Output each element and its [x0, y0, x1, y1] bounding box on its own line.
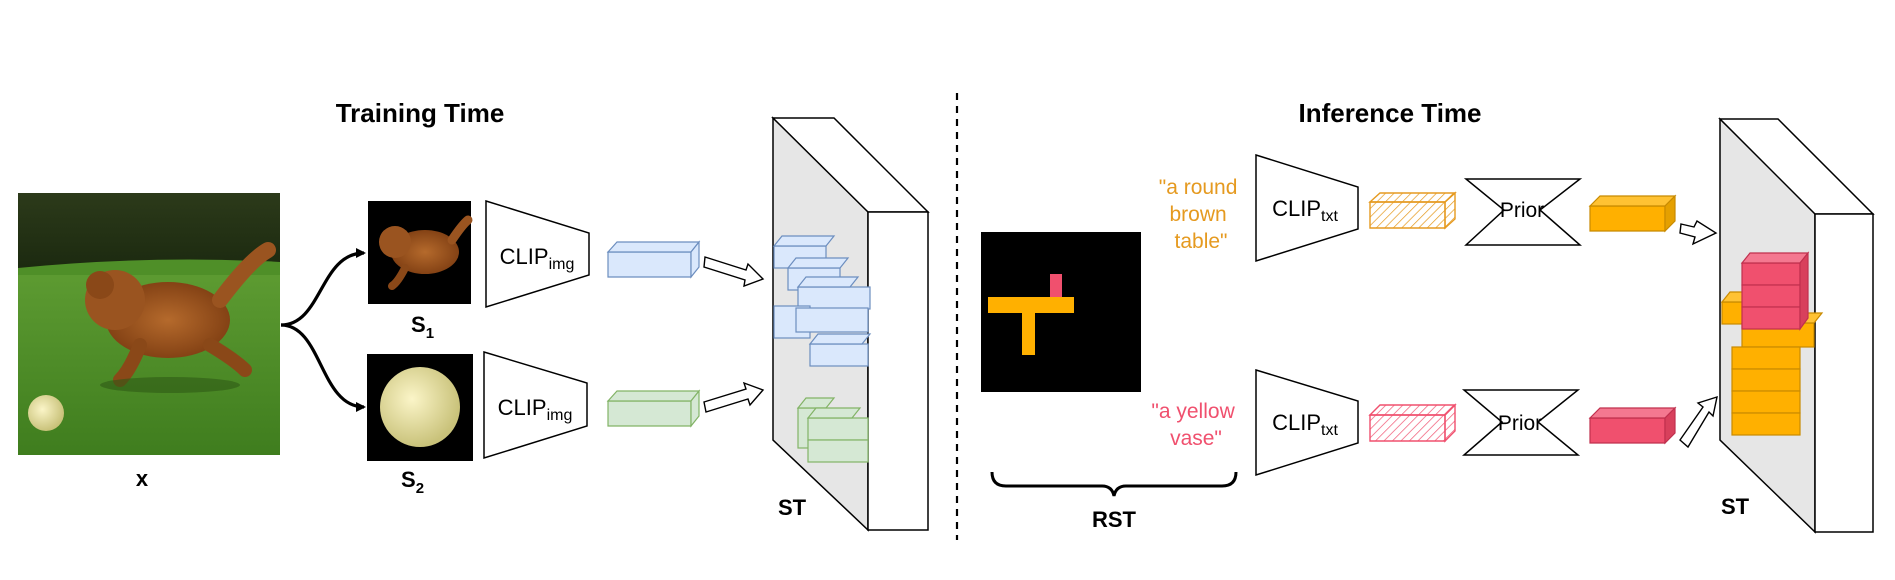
layout-table-leg-mark [1022, 313, 1035, 355]
branch-arrow-up [280, 248, 366, 327]
layout-image [981, 232, 1141, 392]
prior-block-1: Prior [1463, 178, 1583, 246]
prior-embedding-orange [1588, 194, 1677, 233]
prompt-vase: "a yellow vase" [1151, 400, 1240, 450]
layout-brace [990, 471, 1238, 497]
inference-volume-vase-blocks [1740, 251, 1810, 331]
segment-s1-image [368, 201, 473, 304]
clip-img-encoder-2: CLIPimg [483, 350, 588, 460]
training-title: Training Time [336, 98, 505, 128]
hollow-arrow-pink [1679, 395, 1718, 449]
image-embedding-blue [606, 240, 701, 279]
branch-arrow-down [280, 323, 366, 412]
hollow-arrow-orange [1679, 219, 1718, 246]
svg-text:Prior: Prior [1500, 199, 1544, 222]
svg-text:Prior: Prior [1498, 412, 1542, 435]
prior-embedding-pink [1588, 406, 1677, 445]
svg-text:CLIPimg: CLIPimg [500, 244, 575, 273]
input-photo [18, 193, 280, 455]
dog-figure [85, 242, 276, 393]
training-volume-label: ST [778, 495, 807, 520]
layout-table-top-mark [988, 297, 1074, 313]
segment-s2-image [367, 354, 473, 461]
clip-txt-encoder-2: CLIPtxt [1255, 368, 1359, 477]
svg-text:CLIPtxt: CLIPtxt [1272, 196, 1338, 225]
svg-text:CLIPimg: CLIPimg [498, 395, 573, 424]
ball-figure [28, 395, 64, 431]
layout-label: RST [1092, 507, 1137, 532]
training-volume-green-blocks [796, 397, 869, 463]
text-embedding-pink [1368, 403, 1457, 443]
svg-text:CLIPtxt: CLIPtxt [1272, 410, 1338, 439]
text-embedding-orange [1368, 191, 1457, 230]
segment-s1-label: S1 [411, 312, 434, 342]
prompt-table: "a round brown table" [1159, 176, 1244, 253]
segment-s2-label: S2 [401, 467, 424, 497]
layout-vase-mark [1050, 274, 1062, 298]
inference-volume-label: ST [1721, 494, 1750, 519]
hollow-arrow-green [703, 381, 765, 413]
image-embedding-green [606, 389, 701, 428]
clip-txt-encoder-1: CLIPtxt [1255, 153, 1359, 263]
training-volume-blue-blocks [772, 235, 872, 367]
input-label-x: x [136, 466, 149, 491]
clip-img-encoder-1: CLIPimg [485, 199, 590, 309]
inference-title: Inference Time [1298, 98, 1481, 128]
prior-block-2: Prior [1461, 389, 1581, 456]
hollow-arrow-blue [703, 256, 765, 288]
